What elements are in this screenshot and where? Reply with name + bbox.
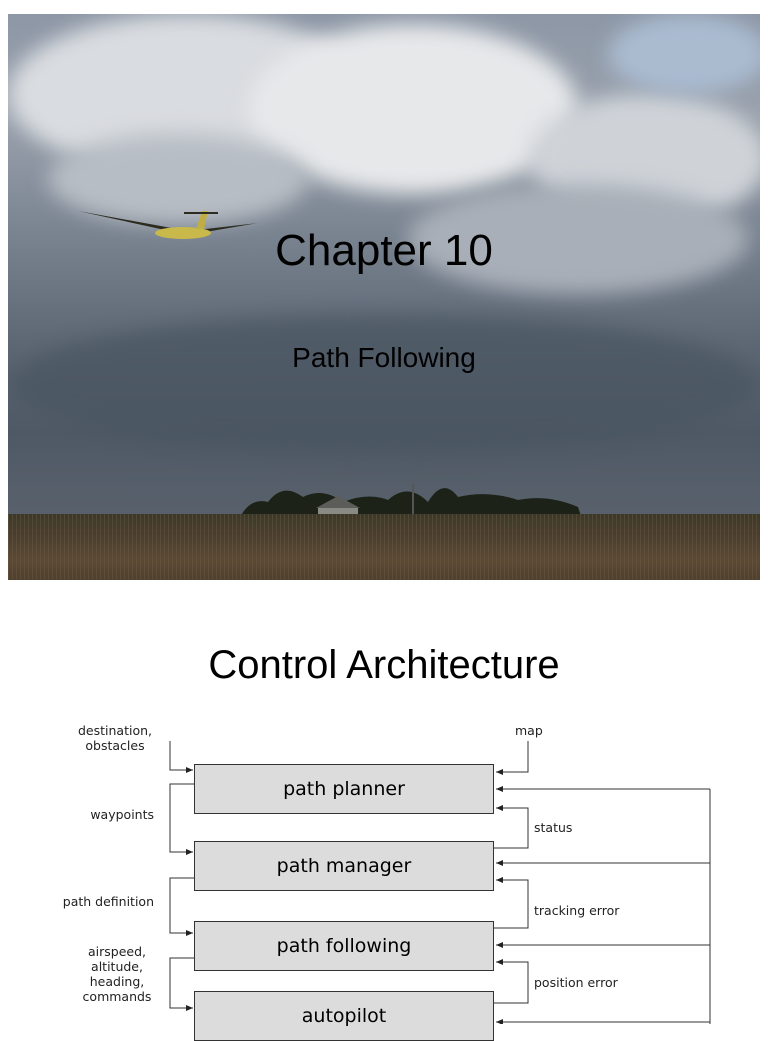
path-planner-block: path planner xyxy=(194,764,494,814)
label-waypoints: waypoints xyxy=(90,807,154,822)
path-following-block: path following xyxy=(194,921,494,971)
cloud xyxy=(608,14,760,94)
treeline-image xyxy=(238,484,583,522)
slide-title: Control Architecture xyxy=(208,643,560,687)
title-slide-photo xyxy=(8,14,760,580)
arrow-tracking-error xyxy=(494,877,529,929)
label-path-definition: path definition xyxy=(62,894,154,909)
label-position-error: position error xyxy=(534,975,618,990)
arrow-position-error xyxy=(494,959,529,1004)
label-tracking-error: tracking error xyxy=(534,903,620,918)
label-commands: airspeed, altitude, heading, commands xyxy=(82,944,152,1004)
chapter-subtitle: Path Following xyxy=(292,342,476,373)
arrow-path-definition xyxy=(169,877,194,936)
arrow-map-to-planner xyxy=(496,741,529,775)
cloud xyxy=(8,314,760,454)
arrow-waypoints xyxy=(169,783,194,855)
path-manager-block: path manager xyxy=(194,841,494,891)
glider-image xyxy=(78,211,258,239)
cornfield-texture xyxy=(8,514,760,580)
arrow-status xyxy=(494,805,529,849)
label-destination-obstacles: destination, obstacles xyxy=(77,723,152,753)
cloud xyxy=(48,134,308,224)
arrow-commands xyxy=(169,957,194,1011)
chapter-title: Chapter 10 xyxy=(275,226,493,275)
cornfield-image xyxy=(8,514,760,580)
cloud xyxy=(408,184,748,294)
arrow-destination-to-planner xyxy=(169,741,193,773)
label-map: map xyxy=(515,723,543,738)
label-status: status xyxy=(534,820,573,835)
autopilot-block: autopilot xyxy=(194,991,494,1041)
